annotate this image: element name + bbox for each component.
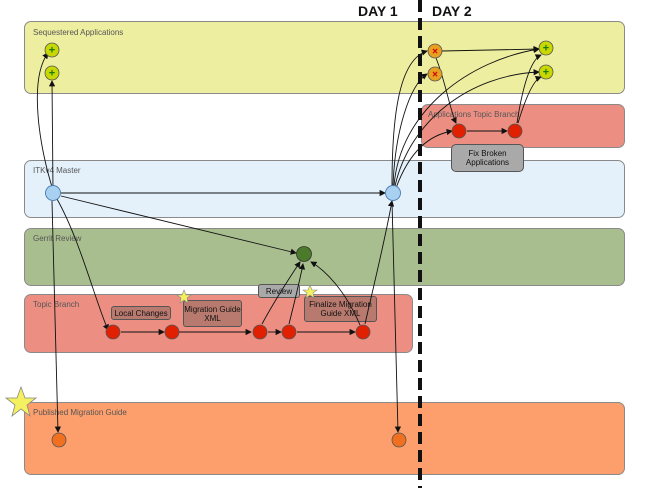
edge-apptopic-to-green2 (517, 75, 542, 124)
master-node-2 (385, 185, 401, 201)
lane-sequestered-applications (24, 21, 625, 94)
fix-broken-label: Fix Broken Applications (465, 149, 510, 167)
edge-topic3-to-gerrit (261, 261, 301, 325)
apptopic-node-1 (451, 123, 467, 139)
edge-master-to-topic (56, 198, 109, 331)
star-large-icon (4, 385, 38, 418)
edge-master2-to-seq-green2 (394, 69, 540, 187)
edge-master2-to-seq-green1 (393, 46, 540, 187)
local-changes-box: Local Changes (111, 306, 171, 320)
lane-published-migration-guide (24, 402, 625, 475)
review-label: Review (265, 286, 293, 296)
master-node-1 (45, 185, 61, 201)
edge-master2-to-published (391, 200, 402, 433)
star-finalize-icon (302, 284, 318, 299)
edge-topic5-to-gerrit (310, 261, 361, 326)
lane-itkv4-master (24, 160, 625, 218)
edge-master-to-published (51, 200, 62, 433)
lane-label-published: Published Migration Guide (33, 408, 127, 417)
seq-red-node-1: × (427, 43, 443, 59)
seq-node-2: + (44, 65, 60, 81)
published-node-1 (51, 432, 67, 448)
svg-text:+: + (543, 67, 549, 79)
lane-gerrit-review (24, 228, 625, 286)
seq-red-node-2: × (427, 66, 443, 82)
edge-topic5-to-master2 (364, 200, 395, 325)
star-migration-guide-icon (176, 289, 192, 304)
published-node-2 (391, 432, 407, 448)
edge-master-to-seq1 (36, 52, 54, 191)
edge-master-to-gerrit (60, 195, 297, 255)
edge-topic4-to-gerrit (288, 263, 306, 325)
edge-apptopic-to-green1 (516, 54, 542, 124)
topic-node-1 (105, 324, 121, 340)
finalize-box: Finalize Migration Guide XML (304, 296, 377, 322)
fix-broken-box: Fix Broken Applications (451, 144, 524, 172)
migration-guide-box: Migration Guide XML (183, 300, 242, 327)
day1-label: DAY 1 (358, 3, 398, 19)
svg-text:+: + (49, 68, 55, 80)
lane-label-topic: Topic Branch (33, 300, 80, 309)
topic-node-3 (252, 324, 268, 340)
day2-label: DAY 2 (432, 3, 472, 19)
lane-label-master: ITKv4 Master (33, 166, 81, 175)
svg-text:×: × (432, 70, 438, 81)
edge-master2-to-seq-red1 (391, 49, 428, 187)
seq-green-node-2: + (538, 64, 554, 80)
apptopic-node-2 (507, 123, 523, 139)
finalize-label: Finalize Migration Guide XML (309, 300, 372, 318)
gerrit-node (296, 246, 312, 262)
edge-master-to-seq2 (48, 80, 56, 191)
edge-seqred1-to-green1 (441, 45, 540, 53)
svg-text:+: + (49, 45, 55, 57)
edge-master2-to-seq-red2 (392, 73, 428, 187)
edge-seqred1-to-apptopic (435, 57, 457, 124)
edge-master2-to-apptopic (395, 128, 453, 189)
migration-guide-label: Migration Guide XML (184, 304, 241, 323)
svg-text:+: + (543, 43, 549, 55)
lane-label-gerrit: Gerrit Review (33, 234, 82, 243)
local-changes-label: Local Changes (114, 308, 168, 318)
svg-text:×: × (432, 47, 438, 58)
review-box: Review (258, 284, 300, 298)
lane-label-sequestered: Sequestered Applications (33, 28, 124, 37)
topic-node-4 (281, 324, 297, 340)
topic-node-2 (164, 324, 180, 340)
topic-node-5 (355, 324, 371, 340)
seq-green-node-1: + (538, 40, 554, 56)
lane-label-apps-topic: Applications Topic Branch (428, 110, 520, 119)
seq-node-1: + (44, 42, 60, 58)
